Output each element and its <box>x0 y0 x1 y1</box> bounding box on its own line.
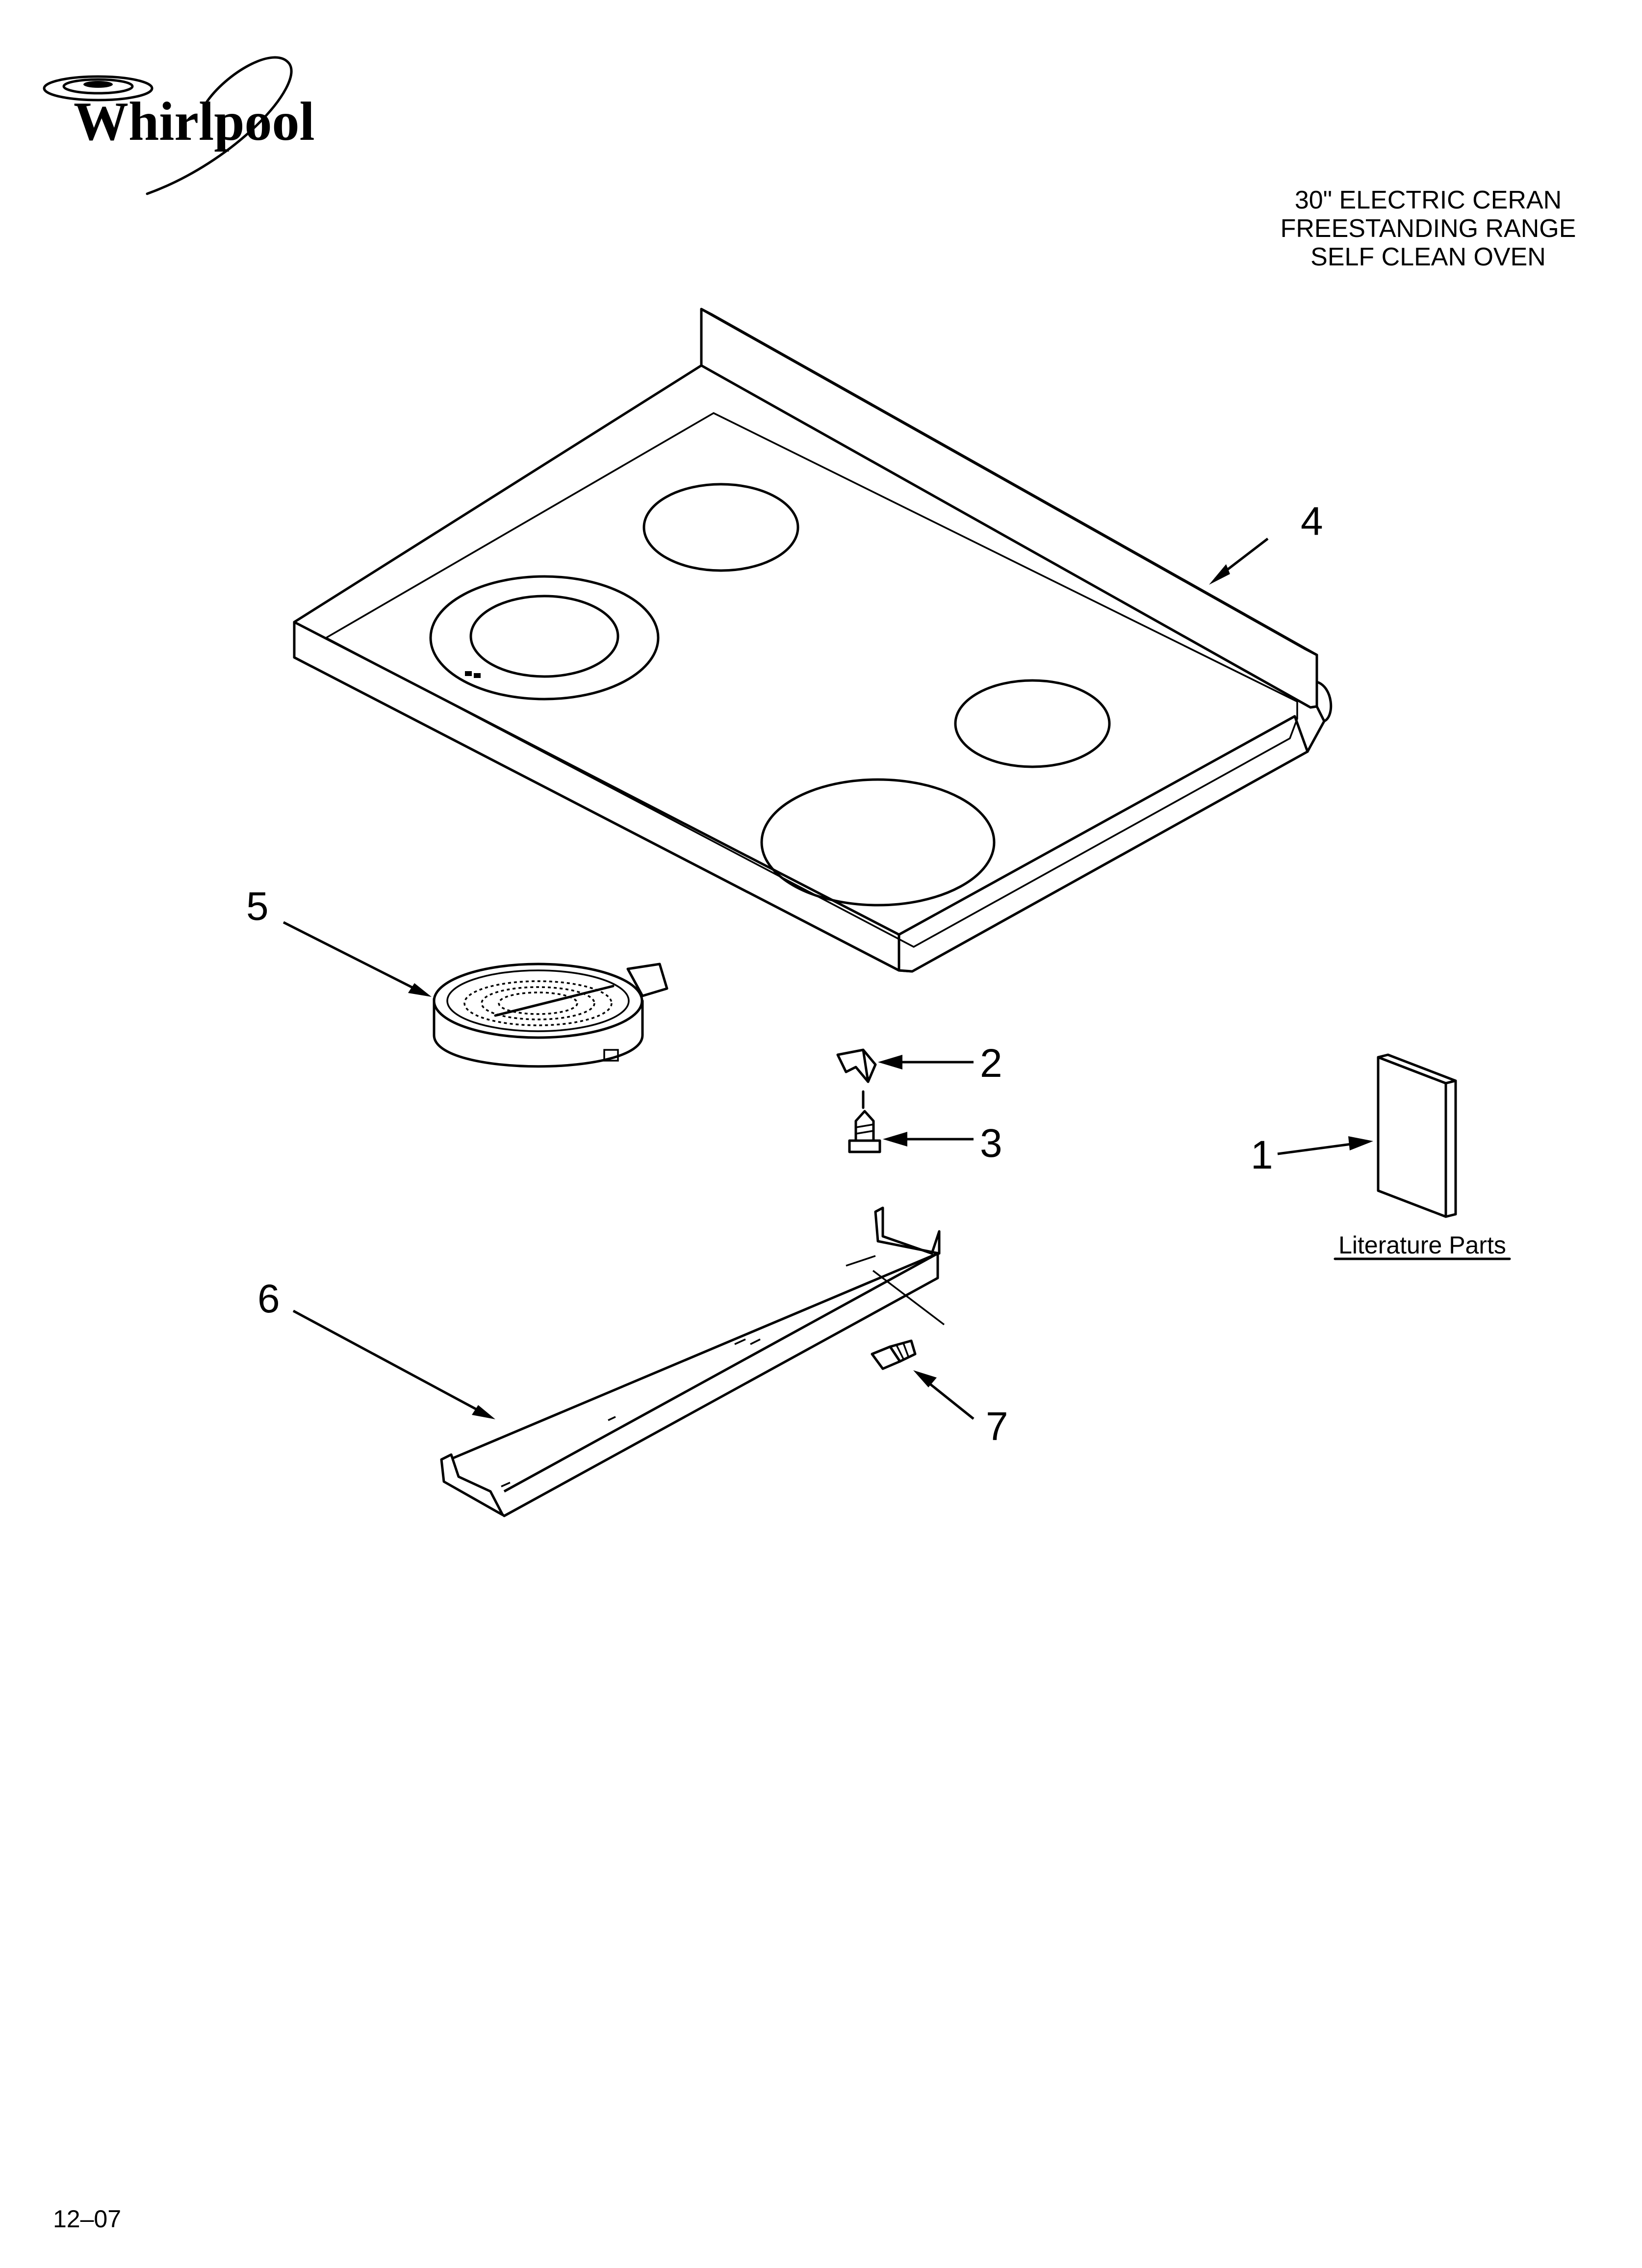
title-line-3: SELF CLEAN OVEN <box>1310 243 1546 271</box>
burner-front-right <box>760 778 996 907</box>
callout-4: 4 <box>1301 499 1323 544</box>
callout-7: 7 <box>986 1404 1008 1449</box>
burner-front-left-inner <box>469 595 619 678</box>
cooktop <box>293 308 1333 973</box>
literature-booklet: Literature Parts <box>1334 1053 1511 1260</box>
callout-3: 3 <box>980 1121 1002 1166</box>
title-line-1: 30" ELECTRIC CERAN <box>1295 186 1562 214</box>
leader-lines <box>282 538 1373 1420</box>
callout-1: 1 <box>1251 1133 1273 1177</box>
title-block: 30" ELECTRIC CERAN FREESTANDING RANGE SE… <box>1281 186 1576 271</box>
date-code: 12–07 <box>53 2205 121 2233</box>
callout-numbers: 4 5 2 3 1 6 7 <box>246 499 1323 1449</box>
bracket-screw <box>871 1339 917 1370</box>
title-line-2: FREESTANDING RANGE <box>1281 214 1576 243</box>
callout-2: 2 <box>980 1041 1002 1086</box>
whirlpool-logo: Whirlpool <box>43 56 315 195</box>
radiant-element <box>433 963 668 1068</box>
burner-front-left-outer <box>429 575 660 701</box>
literature-parts-label: Literature Parts <box>1338 1231 1506 1259</box>
clip <box>836 1048 877 1109</box>
callout-5: 5 <box>246 884 269 929</box>
burner-rear-left <box>642 483 799 572</box>
swirl-icon <box>43 56 293 195</box>
brand-name: Whirlpool <box>74 91 315 152</box>
screw <box>848 1110 881 1153</box>
burner-rear-right <box>954 679 1111 768</box>
callout-6: 6 <box>257 1277 280 1321</box>
bracket <box>440 1206 945 1517</box>
